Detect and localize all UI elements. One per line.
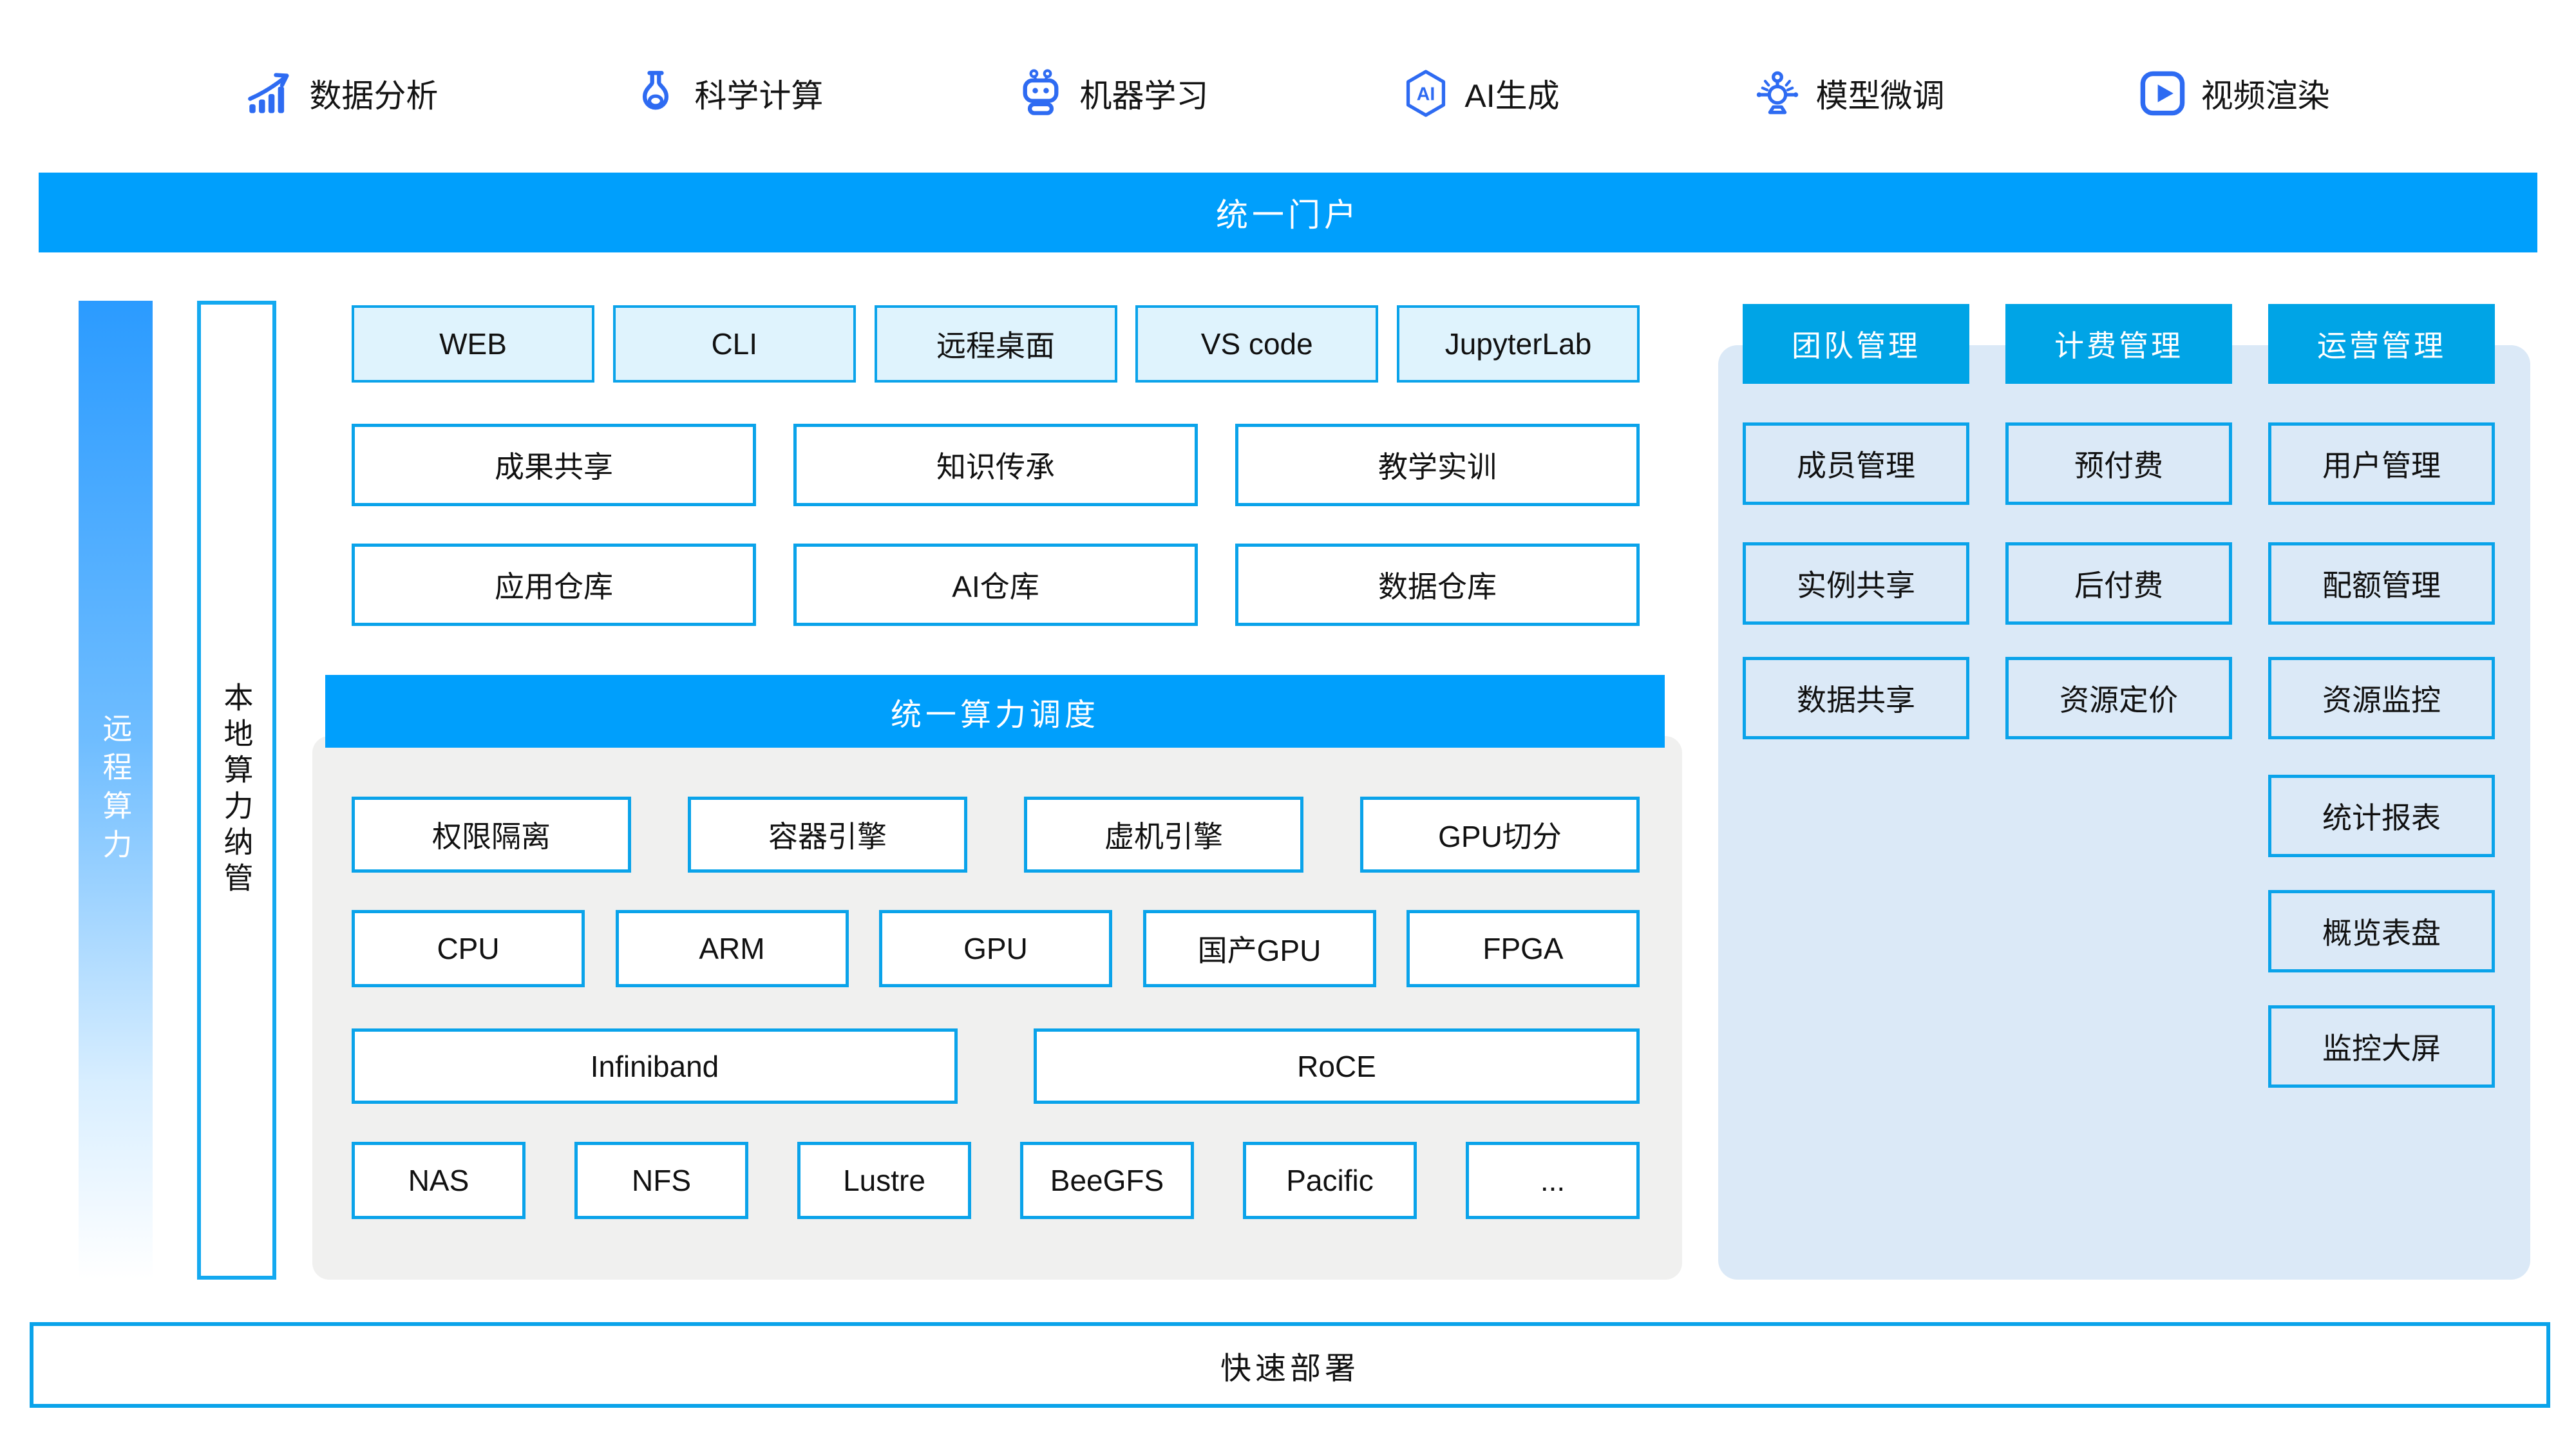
ai-hexagon-icon: AI	[1406, 70, 1446, 117]
repo-row: 应用仓库 AI仓库 数据仓库	[352, 544, 1640, 626]
box-achievement-sharing: 成果共享	[352, 424, 756, 506]
nav-item-data-analysis: 数据分析	[246, 69, 438, 118]
cell-postpaid: 后付费	[2005, 542, 2232, 625]
cell-quota-management: 配额管理	[2268, 542, 2495, 625]
box-roce: RoCE	[1034, 1028, 1640, 1104]
unified-scheduler-banner: 统一算力调度	[325, 675, 1665, 748]
box-vm-engine: 虚机引擎	[1024, 797, 1303, 873]
nav-label: AI生成	[1464, 78, 1560, 114]
box-nas: NAS	[352, 1142, 526, 1219]
box-arm: ARM	[615, 910, 849, 987]
box-beegfs: BeeGFS	[1020, 1142, 1194, 1219]
flask-icon	[643, 71, 669, 110]
cell-resource-pricing: 资源定价	[2005, 657, 2232, 739]
local-compute-label: 本地算力纳管	[220, 682, 254, 898]
unified-portal-banner: 统一门户	[39, 173, 2537, 252]
model-tuning-icon	[1756, 71, 1798, 115]
access-box-jupyterlab: JupyterLab	[1397, 305, 1640, 383]
header-team-management: 团队管理	[1743, 304, 1969, 384]
nav-item-video-rendering: 视频渲染	[2138, 69, 2330, 118]
box-pacific: Pacific	[1243, 1142, 1417, 1219]
box-container-engine: 容器引擎	[688, 797, 967, 873]
header-billing-management: 计费管理	[2005, 304, 2232, 384]
box-data-repository: 数据仓库	[1235, 544, 1640, 626]
storage-row: NAS NFS Lustre BeeGFS Pacific ...	[352, 1142, 1640, 1219]
nav-item-model-finetuning: 模型微调	[1753, 69, 1945, 118]
cell-monitoring-screen: 监控大屏	[2268, 1005, 2495, 1088]
robot-icon	[1023, 69, 1059, 115]
isolation-row: 权限隔离 容器引擎 虚机引擎 GPU切分	[352, 797, 1640, 873]
compute-row: CPU ARM GPU 国产GPU FPGA	[352, 910, 1640, 987]
video-render-icon	[2140, 71, 2184, 116]
cell-resource-monitoring: 资源监控	[2268, 657, 2495, 739]
access-box-web: WEB	[352, 305, 594, 383]
nav-item-ai-generation: AI AI生成	[1401, 69, 1560, 118]
box-gpu-partitioning: GPU切分	[1360, 797, 1640, 873]
cell-user-management: 用户管理	[2268, 422, 2495, 505]
box-gpu: GPU	[879, 910, 1112, 987]
box-lustre: Lustre	[797, 1142, 971, 1219]
access-box-vscode: VS code	[1135, 305, 1379, 383]
box-domestic-gpu: 国产GPU	[1142, 910, 1376, 987]
box-cpu: CPU	[352, 910, 585, 987]
nav-label: 机器学习	[1079, 78, 1209, 114]
box-ai-repository: AI仓库	[793, 544, 1198, 626]
cell-prepaid: 预付费	[2005, 422, 2232, 505]
access-box-cli: CLI	[612, 305, 856, 383]
cell-member-management: 成员管理	[1743, 422, 1969, 505]
access-box-remote-desktop: 远程桌面	[874, 305, 1117, 383]
cell-statistical-reports: 统计报表	[2268, 775, 2495, 857]
box-nfs: NFS	[574, 1142, 748, 1219]
nav-label: 科学计算	[694, 78, 824, 114]
nav-label: 模型微调	[1815, 78, 1945, 114]
remote-compute-label: 远程算力	[99, 713, 133, 867]
quick-deploy-bar: 快速部署	[30, 1322, 2550, 1408]
box-permission-isolation: 权限隔离	[352, 797, 631, 873]
cell-data-sharing: 数据共享	[1743, 657, 1969, 739]
box-fpga: FPGA	[1406, 910, 1640, 987]
network-row: Infiniband RoCE	[352, 1028, 1640, 1104]
box-app-repository: 应用仓库	[352, 544, 756, 626]
box-infiniband: Infiniband	[352, 1028, 958, 1104]
cell-overview-dashboard: 概览表盘	[2268, 890, 2495, 972]
box-storage-more: ...	[1466, 1142, 1640, 1219]
svg-text:AI: AI	[1417, 84, 1435, 105]
cell-instance-sharing: 实例共享	[1743, 542, 1969, 625]
chart-rising-icon	[248, 73, 289, 113]
share-row: 成果共享 知识传承 教学实训	[352, 424, 1640, 506]
top-nav: 数据分析 科学计算 机器学习 AI AI生成	[0, 45, 2576, 142]
local-compute-rail: 本地算力纳管	[197, 301, 276, 1280]
box-teaching-training: 教学实训	[1235, 424, 1640, 506]
box-knowledge-inheritance: 知识传承	[793, 424, 1198, 506]
nav-label: 数据分析	[309, 78, 439, 114]
access-row: WEB CLI 远程桌面 VS code JupyterLab	[352, 305, 1640, 383]
nav-item-scientific-computing: 科学计算	[631, 69, 823, 118]
nav-label: 视频渲染	[2201, 78, 2330, 114]
header-operations-management: 运营管理	[2268, 304, 2495, 384]
nav-item-machine-learning: 机器学习	[1016, 69, 1208, 118]
remote-compute-rail: 远程算力	[79, 301, 153, 1280]
